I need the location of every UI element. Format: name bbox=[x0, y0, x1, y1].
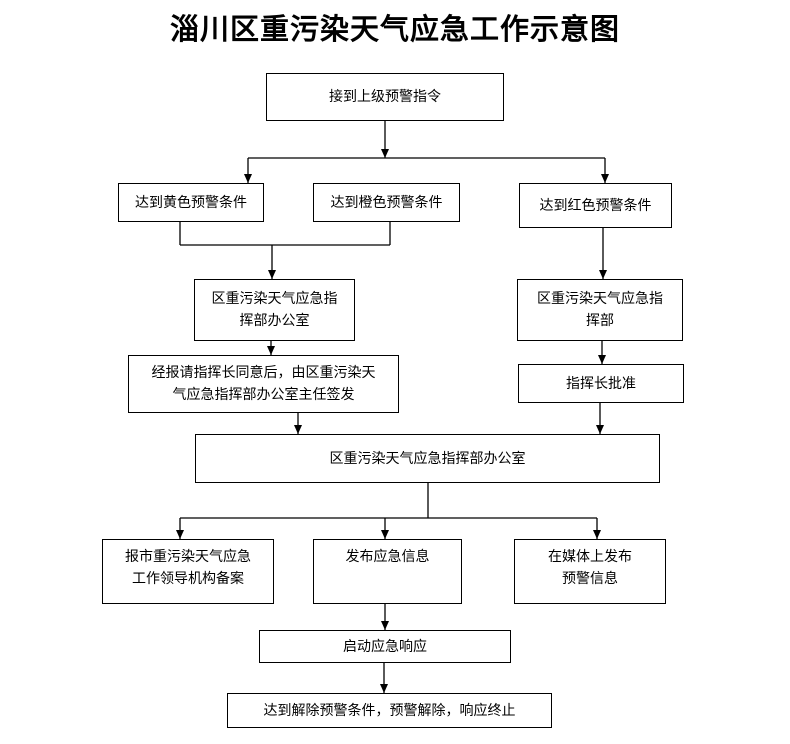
node-receive-warning: 接到上级预警指令 bbox=[266, 73, 504, 121]
node-orange-warning: 达到橙色预警条件 bbox=[313, 183, 460, 222]
node-office-left: 区重污染天气应急指 挥部办公室 bbox=[194, 279, 355, 341]
node-start-response: 启动应急响应 bbox=[259, 630, 511, 663]
node-yellow-warning: 达到黄色预警条件 bbox=[118, 183, 264, 222]
node-media: 在媒体上发布 预警信息 bbox=[514, 539, 666, 604]
diagram-title: 淄川区重污染天气应急工作示意图 bbox=[169, 12, 620, 46]
node-hq-right: 区重污染天气应急指 挥部 bbox=[517, 279, 683, 341]
node-approval-left: 经报请指挥长同意后，由区重污染天 气应急指挥部办公室主任签发 bbox=[128, 355, 399, 413]
node-terminate: 达到解除预警条件，预警解除，响应终止 bbox=[227, 693, 552, 728]
node-commander-approve: 指挥长批准 bbox=[518, 364, 684, 403]
node-office-center: 区重污染天气应急指挥部办公室 bbox=[195, 434, 660, 483]
node-publish: 发布应急信息 bbox=[313, 539, 462, 604]
node-red-warning: 达到红色预警条件 bbox=[519, 183, 672, 228]
node-report: 报市重污染天气应急 工作领导机构备案 bbox=[102, 539, 274, 604]
